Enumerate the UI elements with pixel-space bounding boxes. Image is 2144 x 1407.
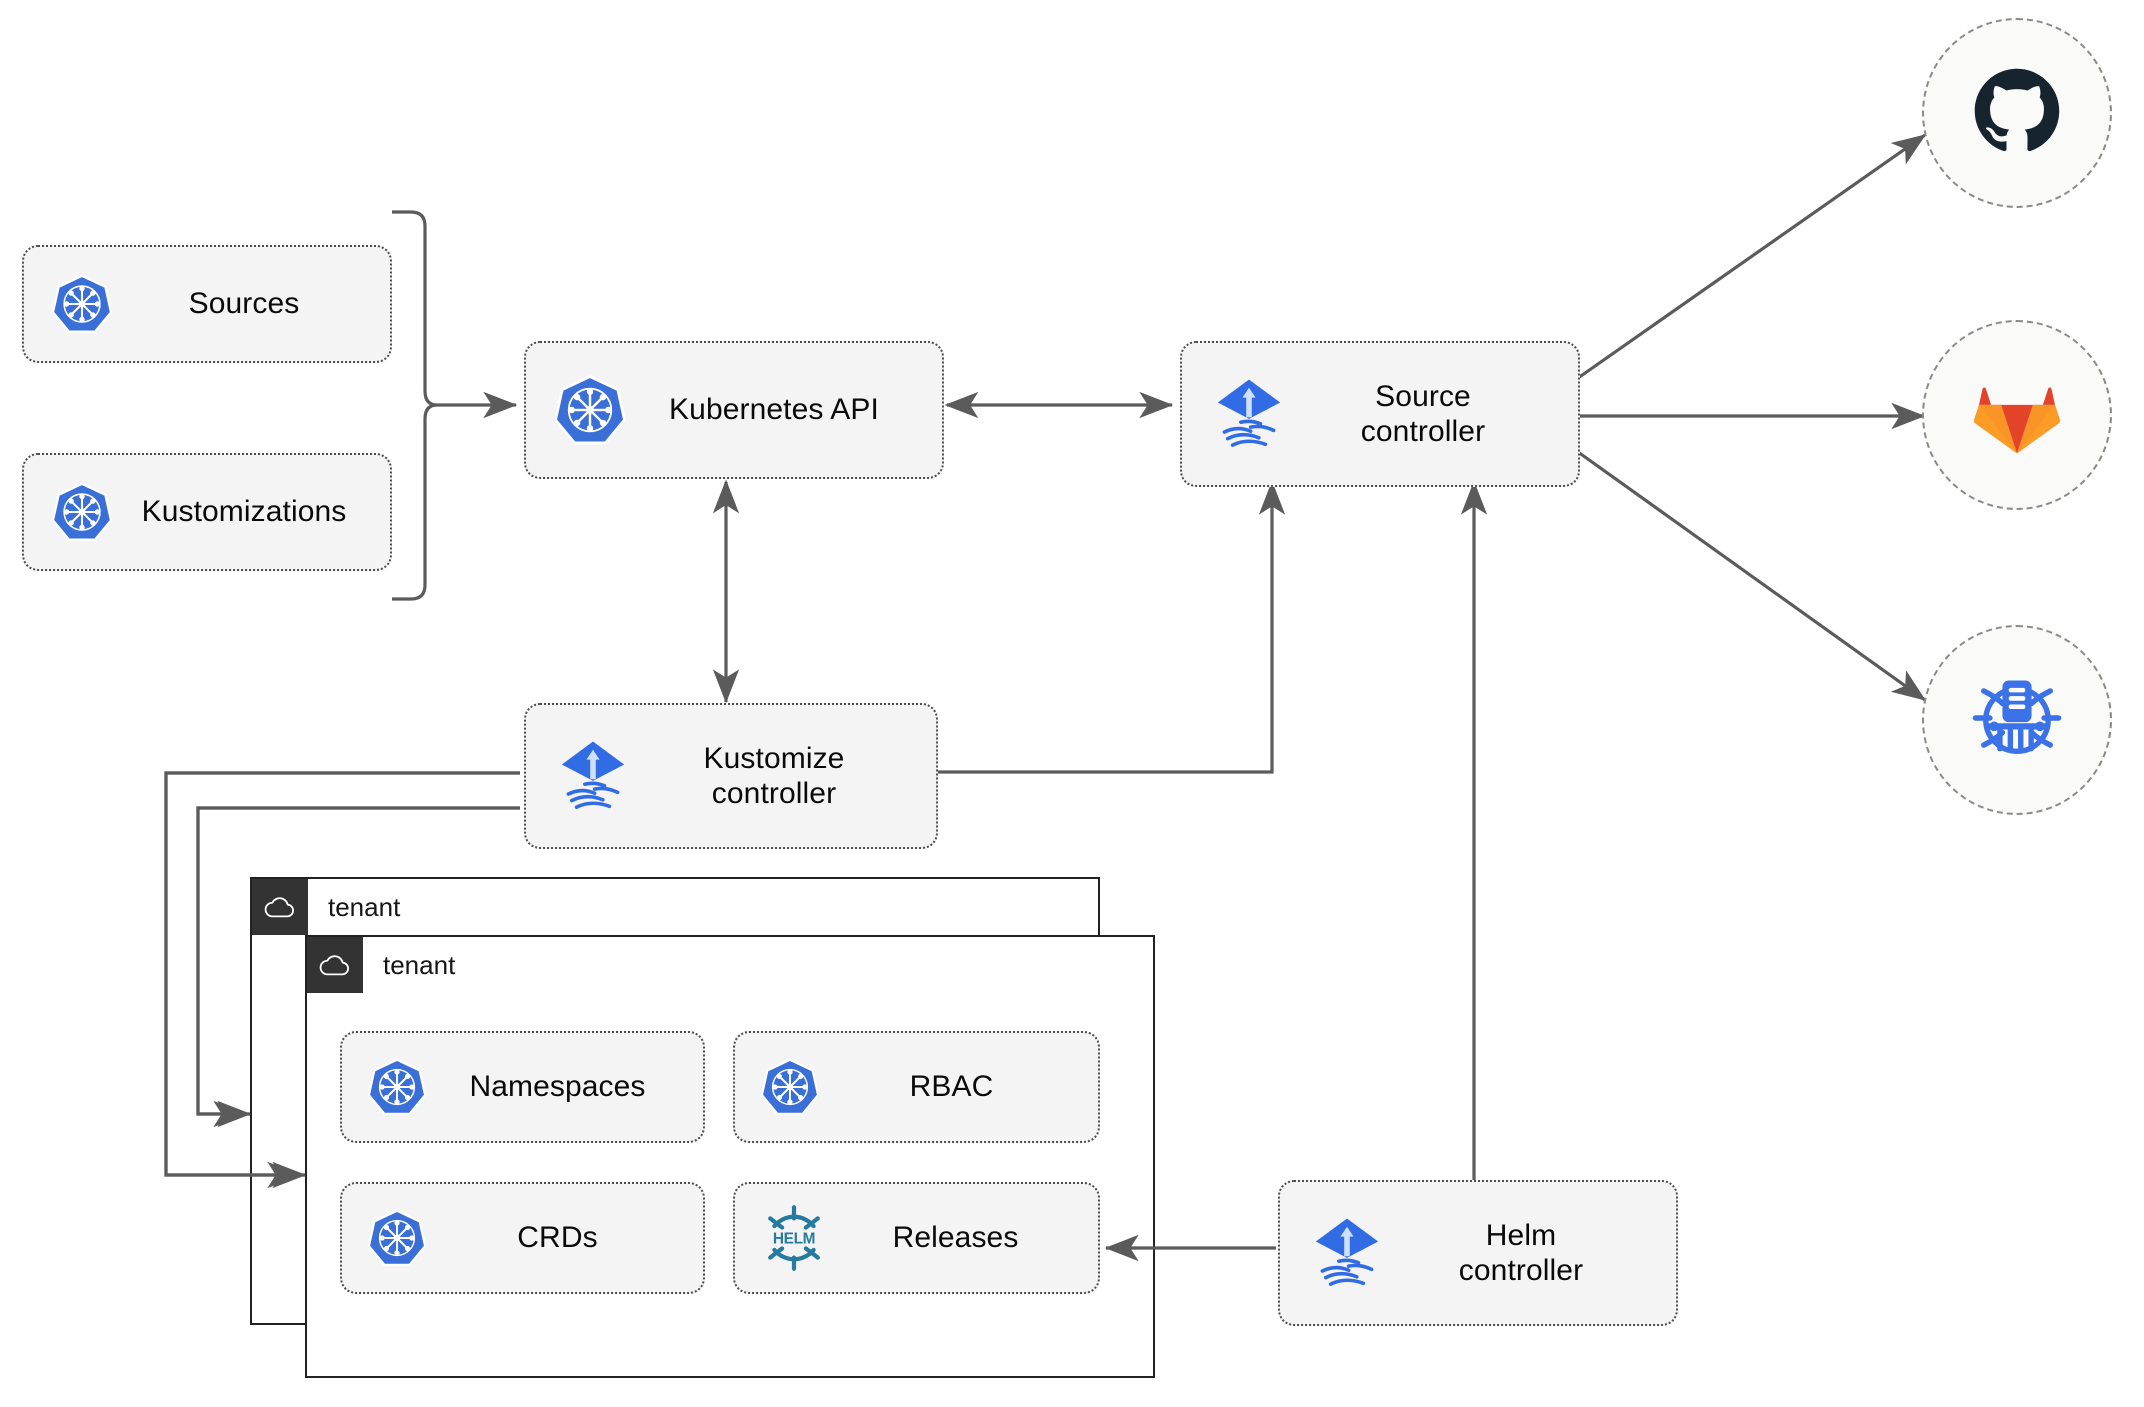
tenant-header: tenant <box>252 879 400 935</box>
github-icon <box>1969 63 2065 164</box>
kubernetes-icon <box>552 372 628 448</box>
edge-source-controller-to-helm-registry <box>1577 450 1927 702</box>
flux-icon <box>1306 1212 1388 1294</box>
node-label: Helm controller <box>1458 1218 1584 1287</box>
tenant-front[interactable]: tenant <box>305 935 1155 1378</box>
edge-kustomize-to-source-controller <box>937 480 1286 774</box>
kubernetes-icon <box>366 1056 428 1118</box>
node-label: CRDs <box>517 1221 598 1255</box>
kubernetes-icon <box>366 1207 428 1269</box>
kubernetes-icon <box>50 272 114 336</box>
node-sources[interactable]: Sources <box>22 245 392 363</box>
node-rbac[interactable]: RBAC <box>733 1031 1100 1143</box>
gitlab-icon <box>1969 365 2065 466</box>
node-helm-controller[interactable]: Helm controller <box>1278 1180 1678 1326</box>
tenant-title: tenant <box>383 949 456 980</box>
node-label: RBAC <box>909 1070 994 1104</box>
kubernetes-icon <box>50 480 114 544</box>
node-namespaces[interactable]: Namespaces <box>340 1031 705 1143</box>
node-label: Sources <box>188 287 300 321</box>
node-label: Releases <box>892 1221 1019 1255</box>
node-label: Kustomize controller <box>703 741 845 810</box>
node-source-controller[interactable]: Source controller <box>1180 341 1580 487</box>
helm-icon: HELM <box>759 1203 829 1273</box>
cloud-icon <box>307 937 363 993</box>
kubernetes-icon <box>759 1056 821 1118</box>
node-kustomizations[interactable]: Kustomizations <box>22 453 392 571</box>
node-label: Kustomizations <box>141 495 347 529</box>
node-label: Kubernetes API <box>669 393 879 427</box>
node-releases[interactable]: HELM Releases <box>733 1182 1100 1294</box>
flux-icon <box>1208 373 1290 455</box>
svg-text:HELM: HELM <box>773 1231 815 1248</box>
flux-icon <box>552 735 634 817</box>
cloud-icon <box>252 879 308 935</box>
tenant-title: tenant <box>328 891 401 922</box>
helm-repository-icon <box>1965 666 2069 775</box>
node-crds[interactable]: CRDs <box>340 1182 705 1294</box>
node-provider-github[interactable] <box>1922 18 2112 208</box>
edge-resources-bracket <box>392 210 438 601</box>
node-kustomize-controller[interactable]: Kustomize controller <box>524 703 938 849</box>
node-provider-gitlab[interactable] <box>1922 320 2112 510</box>
node-kubernetes-api[interactable]: Kubernetes API <box>524 341 944 479</box>
tenant-header: tenant <box>307 937 455 993</box>
node-provider-helm-registry[interactable] <box>1922 625 2112 815</box>
node-label: Source controller <box>1360 379 1486 448</box>
edge-source-controller-to-github <box>1577 133 1927 380</box>
node-label: Namespaces <box>469 1070 646 1104</box>
